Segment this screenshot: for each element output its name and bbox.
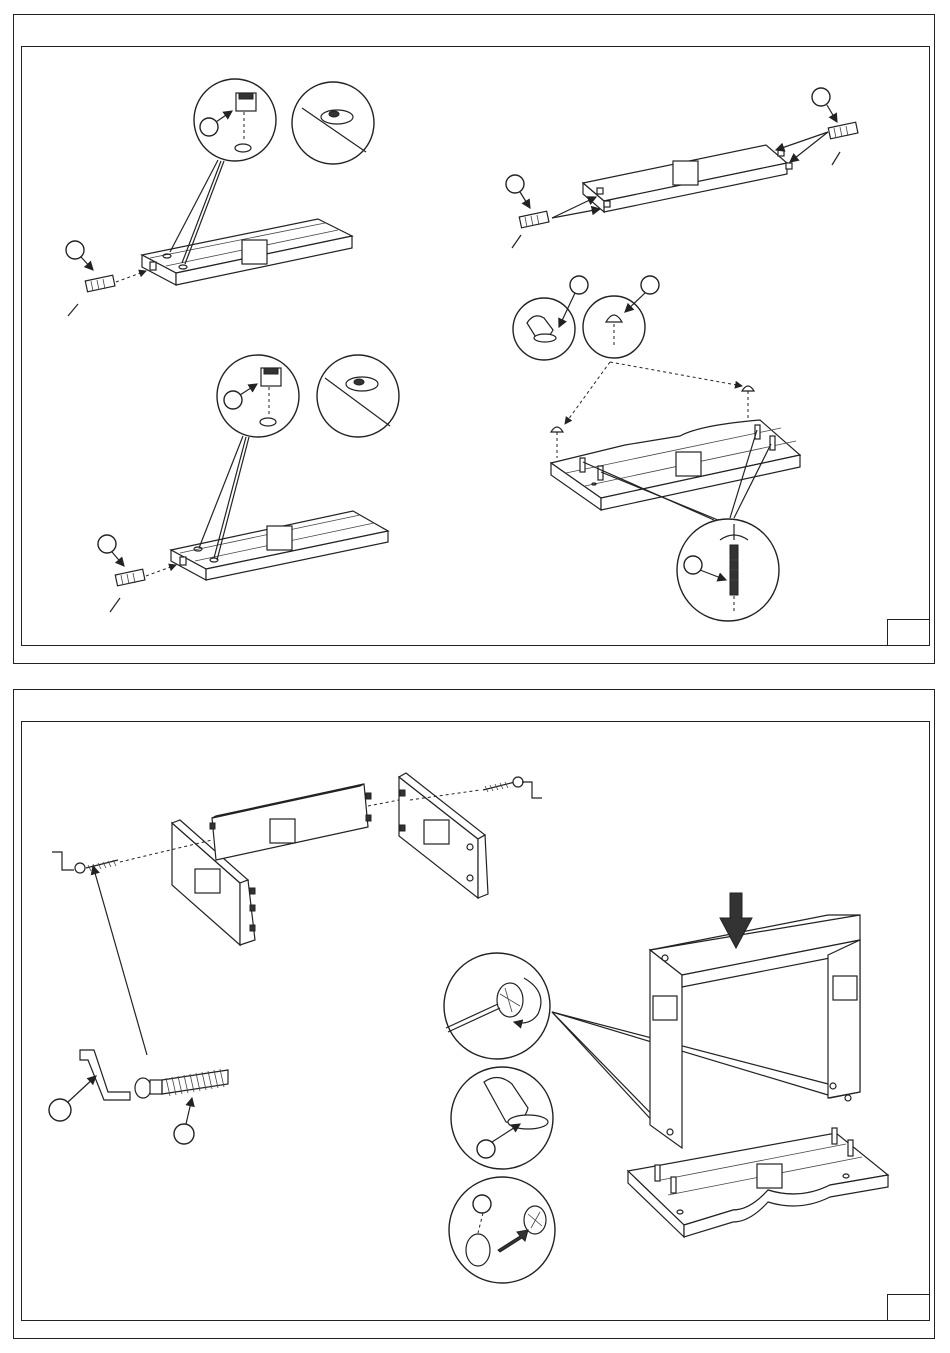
board-panel-a bbox=[142, 219, 352, 285]
dowel-icon bbox=[828, 122, 858, 139]
connector-bolt-icon bbox=[52, 852, 118, 873]
connector-bolt-icon bbox=[483, 777, 542, 798]
part-label-box bbox=[195, 869, 220, 893]
assembled-cabinet bbox=[650, 915, 860, 1148]
zoom-detail-cover-cap bbox=[449, 1177, 555, 1283]
part-label-box bbox=[653, 996, 677, 1020]
part-label-box bbox=[270, 819, 295, 843]
dowel-icon bbox=[85, 275, 115, 292]
zoom-detail-cam-bolt bbox=[677, 519, 779, 621]
allen-key-large bbox=[80, 1050, 130, 1100]
back-panel bbox=[210, 784, 371, 860]
zoom-detail-cam-flush bbox=[292, 82, 374, 164]
callout-circle bbox=[812, 88, 830, 106]
board-panel-c bbox=[583, 145, 792, 212]
callout-circle bbox=[66, 241, 84, 259]
base-panel-bottom bbox=[628, 1128, 888, 1237]
zoom-detail-cap bbox=[583, 276, 659, 358]
part-label-box bbox=[676, 452, 701, 476]
callout-circle bbox=[49, 1099, 71, 1121]
part-label-box bbox=[757, 1164, 782, 1188]
connector-bolt-large bbox=[135, 1069, 228, 1098]
part-label-box bbox=[424, 820, 449, 844]
part-label-box bbox=[242, 240, 267, 264]
callout-circle bbox=[98, 535, 116, 553]
zoom-detail-hammer-cap bbox=[451, 1067, 553, 1169]
side-panel-right bbox=[399, 773, 488, 898]
part-label-box bbox=[673, 161, 698, 185]
callout-circle bbox=[174, 1124, 194, 1144]
part-label-box bbox=[833, 976, 857, 1000]
board-panel-b bbox=[171, 511, 388, 580]
dowel-icon bbox=[519, 211, 549, 228]
zoom-detail-hammer-cap bbox=[513, 276, 588, 360]
zoom-detail-cam-lock bbox=[217, 355, 299, 437]
zoom-detail-cam-flush bbox=[317, 355, 399, 437]
callout-circle bbox=[506, 175, 524, 193]
part-label-box bbox=[267, 526, 292, 550]
dowel-icon bbox=[115, 569, 145, 586]
zoom-detail-cam-lock bbox=[194, 79, 276, 161]
zoom-detail-screwdriver-cam bbox=[444, 953, 550, 1059]
